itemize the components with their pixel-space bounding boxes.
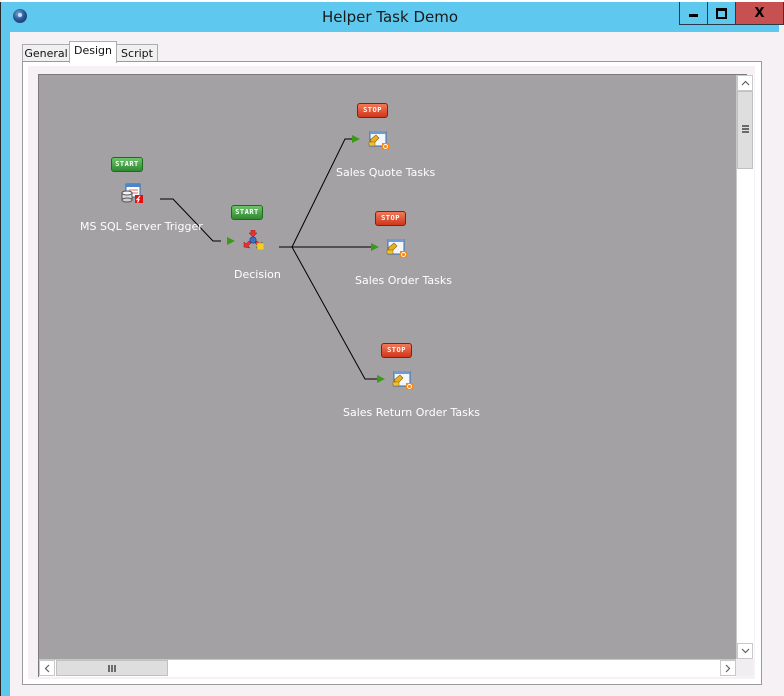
minimize-button[interactable] bbox=[680, 2, 708, 24]
canvas-frame: START bbox=[38, 74, 754, 677]
scroll-left-button[interactable] bbox=[39, 660, 55, 676]
tab-general[interactable]: General bbox=[22, 44, 70, 62]
node-label: Sales Quote Tasks bbox=[336, 166, 436, 179]
horizontal-scroll-thumb[interactable] bbox=[56, 660, 168, 676]
database-trigger-icon bbox=[121, 183, 143, 203]
connector-arrow-icon bbox=[352, 135, 360, 143]
scroll-up-button[interactable] bbox=[737, 75, 753, 91]
node-label: Sales Order Tasks bbox=[355, 274, 453, 287]
close-icon: X bbox=[754, 5, 765, 21]
close-button[interactable]: X bbox=[736, 2, 783, 24]
maximize-button[interactable] bbox=[708, 2, 736, 24]
node-label: Sales Return Order Tasks bbox=[343, 406, 481, 419]
grip-icon bbox=[742, 125, 749, 133]
chevron-down-icon bbox=[741, 648, 749, 654]
window-client: General Design Script bbox=[10, 32, 779, 696]
tab-script[interactable]: Script bbox=[116, 44, 158, 62]
scrollbar-corner bbox=[736, 659, 753, 676]
top-edge bbox=[0, 0, 784, 2]
task-icon bbox=[368, 131, 389, 150]
horizontal-scrollbar[interactable] bbox=[39, 659, 736, 677]
connector-lines bbox=[160, 138, 377, 380]
workflow-canvas[interactable]: START bbox=[39, 75, 736, 659]
stop-badge: STOP bbox=[381, 343, 412, 358]
scroll-down-button[interactable] bbox=[737, 643, 753, 659]
start-badge: START bbox=[231, 205, 263, 220]
tab-design[interactable]: Design bbox=[69, 41, 117, 63]
chevron-right-icon bbox=[725, 664, 731, 672]
chevron-left-icon bbox=[44, 664, 50, 672]
connector-arrow-icon bbox=[371, 243, 379, 251]
connector-arrow-icon bbox=[227, 237, 235, 245]
panel-body: START bbox=[28, 66, 755, 679]
node-label: Decision bbox=[234, 268, 281, 281]
stop-badge: STOP bbox=[357, 103, 388, 118]
stop-badge: STOP bbox=[375, 211, 406, 226]
decision-icon bbox=[243, 230, 264, 250]
start-badge: START bbox=[111, 157, 143, 172]
chevron-up-icon bbox=[741, 80, 749, 86]
task-icon bbox=[392, 371, 413, 390]
vertical-scrollbar[interactable] bbox=[736, 75, 754, 659]
node-label: MS SQL Server Trigger bbox=[80, 220, 203, 233]
task-icon bbox=[386, 239, 407, 258]
scroll-right-button[interactable] bbox=[720, 660, 736, 676]
vertical-scroll-thumb[interactable] bbox=[737, 91, 753, 169]
title-bar[interactable]: Helper Task Demo X bbox=[1, 2, 784, 32]
maximize-icon bbox=[716, 7, 727, 19]
design-tab-panel: START bbox=[22, 61, 762, 685]
grip-icon bbox=[108, 665, 116, 672]
window-controls: X bbox=[679, 2, 784, 25]
window-title: Helper Task Demo bbox=[321, 8, 459, 26]
connector-arrow-icon bbox=[377, 375, 385, 383]
app-icon[interactable] bbox=[13, 9, 27, 23]
minimize-icon bbox=[689, 14, 698, 17]
